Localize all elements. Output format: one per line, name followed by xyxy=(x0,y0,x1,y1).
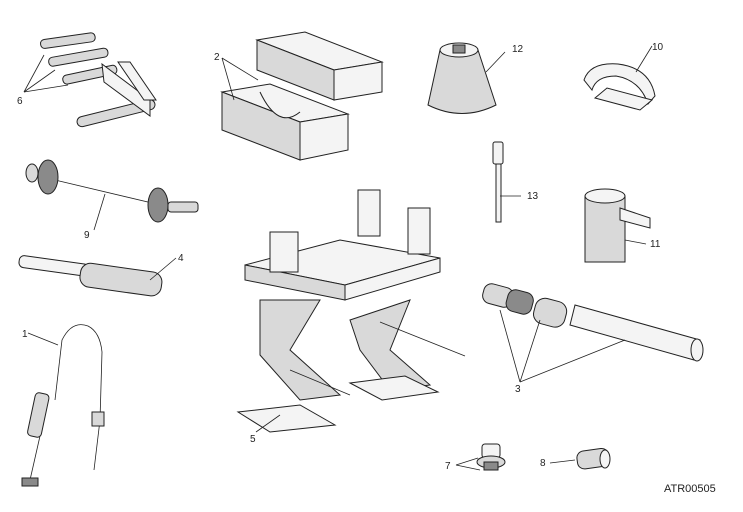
tool-7-fitting xyxy=(476,443,506,471)
callout-10: 10 xyxy=(652,42,664,53)
callout-2: 2 xyxy=(214,52,220,63)
reference-code: ATR00505 xyxy=(664,483,716,495)
tool-13-rod xyxy=(492,141,504,223)
callout-13: 13 xyxy=(527,191,539,202)
callout-labels: 6 2 12 10 13 11 9 4 1 5 3 7 8 xyxy=(17,42,664,472)
callout-4: 4 xyxy=(178,253,184,264)
tool-3-multi-piece xyxy=(482,283,704,362)
callout-7: 7 xyxy=(445,461,451,472)
tool-1-gauge xyxy=(21,324,105,487)
callout-12: 12 xyxy=(512,44,524,55)
callout-1: 1 xyxy=(22,329,28,340)
callout-9: 9 xyxy=(84,230,90,241)
callout-11: 11 xyxy=(650,239,661,250)
callout-3: 3 xyxy=(515,384,521,395)
tool-11-cylinder xyxy=(584,188,651,263)
callout-5: 5 xyxy=(250,434,256,445)
leader-lines xyxy=(23,45,653,471)
tool-2-split-blocks xyxy=(220,31,384,161)
tool-12-bell-socket xyxy=(427,42,497,114)
tool-5-jack-stand xyxy=(236,189,466,433)
tool-9-puller xyxy=(25,159,199,223)
callout-8: 8 xyxy=(540,458,546,469)
callout-6: 6 xyxy=(17,96,23,107)
tool-10-ring-spanner xyxy=(583,63,656,111)
tool-6-pin-set xyxy=(40,32,157,128)
tool-8-barrel xyxy=(576,447,611,470)
tool-4-handle xyxy=(18,255,163,297)
